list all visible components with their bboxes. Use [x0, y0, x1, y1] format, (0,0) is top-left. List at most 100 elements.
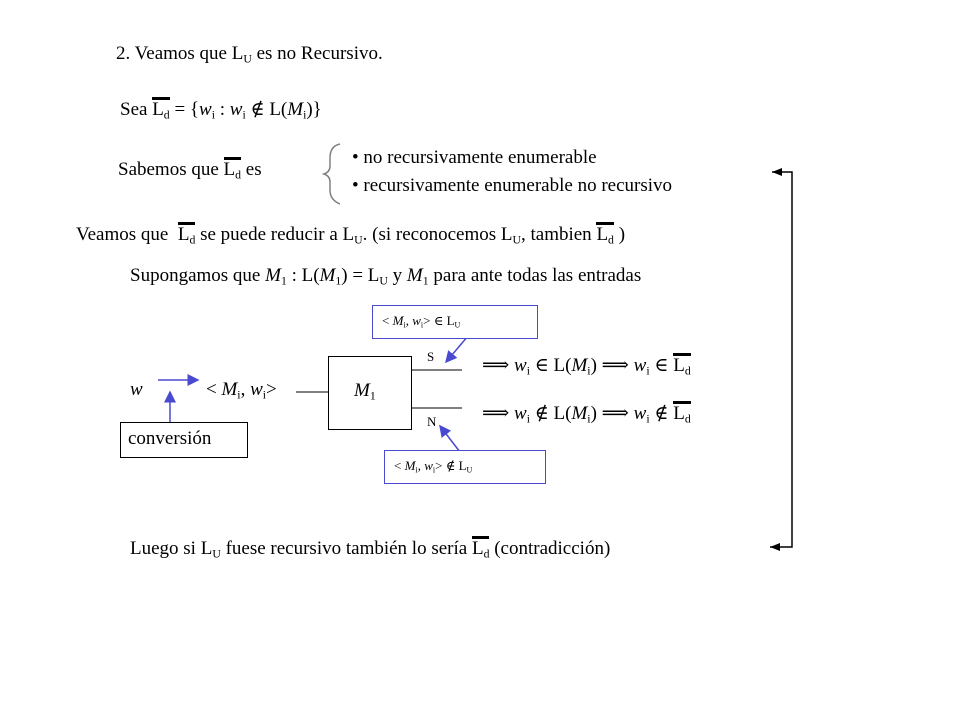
sup-a: Supongamos que: [130, 265, 266, 286]
no-w: w: [514, 403, 527, 424]
def-close: )}: [306, 99, 322, 120]
tn-w: w: [412, 313, 421, 328]
ld-overlined: Ld: [152, 97, 170, 122]
bn-c: > ∉ L: [435, 458, 467, 473]
pair-i2: i: [262, 388, 267, 402]
bn-b: ,: [417, 458, 425, 473]
luego-a: Luego si L: [130, 538, 213, 559]
no-d: d: [684, 412, 691, 426]
yes-L: L: [673, 355, 685, 376]
no-L: L: [673, 403, 685, 424]
sup-one3: 1: [422, 274, 429, 288]
conversion-label: conversión: [128, 428, 212, 449]
tn-U: U: [454, 320, 461, 330]
yes-w2: w: [633, 355, 647, 376]
bottom-note-arrow: [439, 424, 461, 453]
bn-M: M: [404, 458, 416, 473]
veamos-e: ): [613, 224, 626, 245]
machine-sub: 1: [369, 389, 376, 403]
tn-c: > ∈ L: [423, 313, 455, 328]
bn-w: w: [424, 458, 433, 473]
top-note-text: < Mi, wi> ∈ LU: [382, 313, 461, 330]
machine-M: M: [354, 380, 370, 401]
heading-text: 2. Veamos que L: [116, 43, 244, 64]
sabemos-text: Sabemos que: [118, 159, 224, 180]
veamos-b: se puede reducir a L: [195, 224, 355, 245]
def-i2: i: [242, 108, 246, 122]
sup-b: : L(: [286, 265, 320, 286]
sup-M: M: [265, 265, 281, 286]
def-colon: :: [215, 99, 230, 120]
definition-line: Sea Ld = {wi : wi ∉ L(Mi)}: [120, 97, 322, 122]
bullet-1: • no recursivamente enumerable: [352, 147, 597, 168]
veamos-line: Veamos que Ld se puede reducir a LU. (si…: [76, 222, 626, 247]
veamos-L2: L: [596, 224, 609, 245]
tn-i: i: [403, 320, 406, 330]
veamos-ld2: Ld: [596, 222, 614, 247]
curly-brace: [321, 143, 341, 205]
def-d: d: [163, 108, 170, 122]
yes-imp: ⟹: [482, 355, 514, 376]
pair-w: w: [250, 379, 263, 400]
veamos-L: L: [177, 224, 190, 245]
heading-sub: U: [243, 52, 252, 66]
def-notin: ∉ L(: [245, 99, 288, 120]
sup-U: U: [379, 274, 388, 288]
yes-d: d: [684, 364, 691, 378]
sup-one: 1: [280, 274, 287, 288]
supongamos-line: Supongamos que M1 : L(M1) = LU y M1 para…: [130, 265, 642, 288]
accept-implication: ⟹ wi ∈ L(Mi) ⟹ wi ∈ Ld: [482, 353, 691, 378]
veamos-dd: d: [608, 233, 614, 247]
luego-ld: Ld: [471, 536, 490, 561]
tn-M: M: [392, 313, 404, 328]
yes-w: w: [514, 355, 527, 376]
tn-a: <: [382, 313, 393, 328]
luego-c: (contradicción): [489, 538, 611, 559]
def-M: M: [287, 99, 304, 120]
sup-M3: M: [406, 265, 423, 286]
no-ld: Ld: [673, 401, 691, 426]
luego-b: fuese recursivo también lo sería: [220, 538, 472, 559]
bullet-2: • recursivamente enumerable no recursivo: [352, 175, 673, 196]
sabemos-d: d: [235, 168, 242, 182]
yes-M: M: [571, 355, 588, 376]
heading: 2. Veamos que LU es no Recursivo.: [116, 43, 383, 66]
bottom-note-text: < Mi, wi> ∉ LU: [394, 458, 473, 475]
contradiction-bracket: [770, 171, 793, 548]
heading-rest: es no Recursivo.: [251, 43, 383, 64]
machine-label: M1: [354, 380, 376, 403]
def-eq: = {: [169, 99, 200, 120]
luego-U: U: [212, 547, 221, 561]
conversion-box: [120, 422, 248, 458]
encoded-pair: < Mi, wi>: [206, 379, 277, 402]
veamos-d: d: [189, 233, 196, 247]
veamos-a: Veamos que: [76, 224, 174, 245]
veamos-d2: , tambien: [520, 224, 597, 245]
sup-M2: M: [319, 265, 336, 286]
bn-a: <: [394, 458, 405, 473]
s-label: S: [427, 349, 435, 364]
bracket-arrowhead-bottom: [770, 543, 780, 551]
w-var: w: [130, 379, 143, 400]
no-b: ) ⟹: [590, 403, 634, 424]
bn-i: i: [415, 465, 418, 475]
def-w: w: [199, 99, 212, 120]
sup-d: y: [387, 265, 407, 286]
no-rel: ∉ L(: [529, 403, 572, 424]
pair-M: M: [221, 379, 238, 400]
sup-c: ) = L: [341, 265, 380, 286]
veamos-U2: U: [512, 233, 521, 247]
bn-U: U: [466, 465, 473, 475]
luego-d: d: [483, 547, 490, 561]
no-i2: i: [587, 412, 591, 426]
pair-b: ,: [240, 379, 251, 400]
sup-e: para ante todas las entradas: [428, 265, 642, 286]
pair-i: i: [237, 388, 241, 402]
luego-L: L: [471, 538, 484, 559]
def-L: L: [152, 99, 164, 120]
conclusion-line: Luego si LU fuese recursivo también lo s…: [130, 536, 611, 561]
bottom-note-box: [384, 450, 546, 484]
n-label: N: [427, 414, 437, 429]
yes-i3: i: [646, 364, 650, 378]
